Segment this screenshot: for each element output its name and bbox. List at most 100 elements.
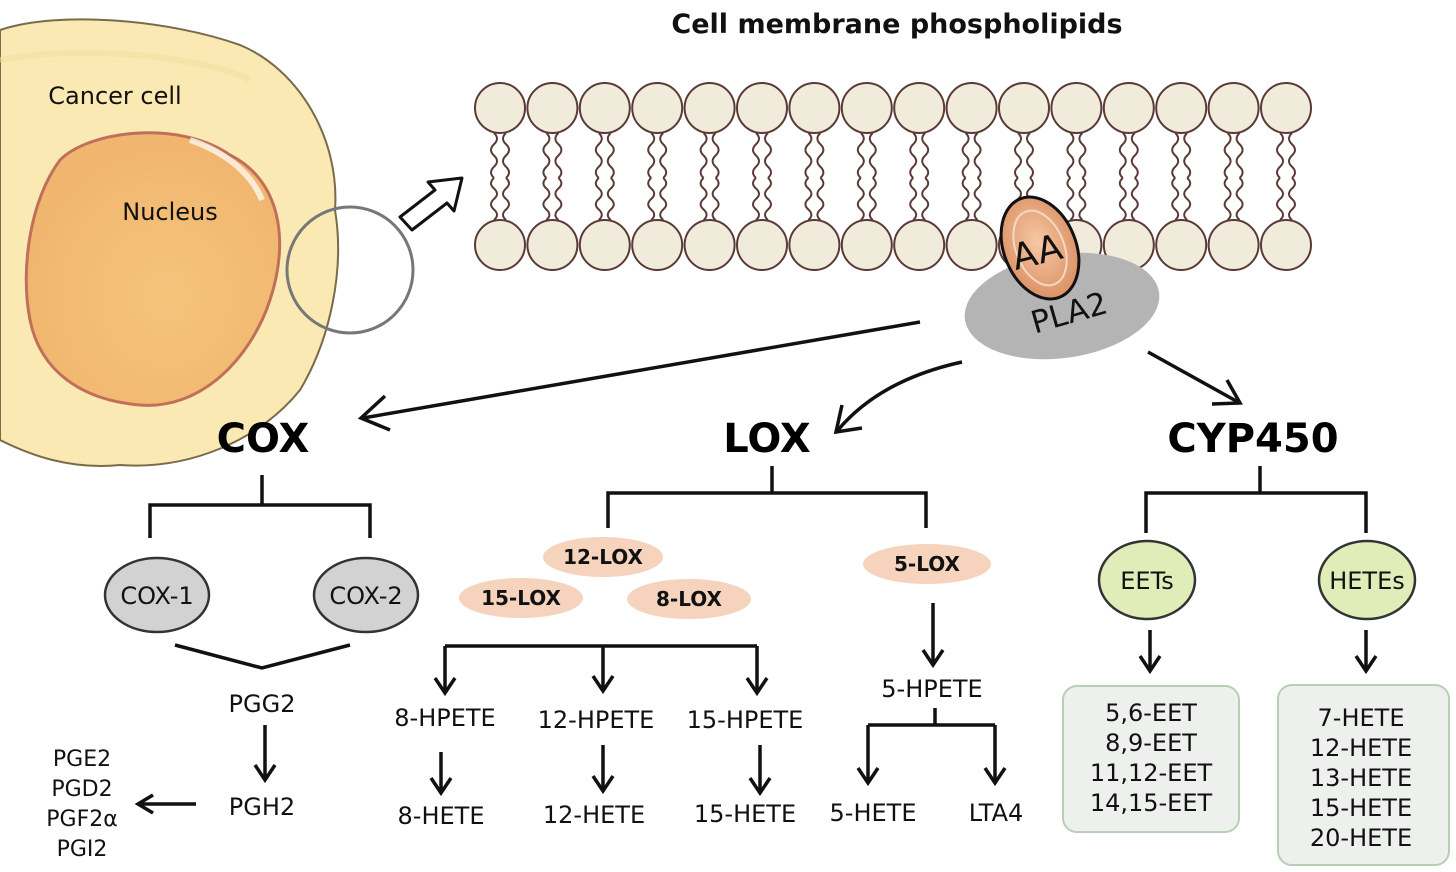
lipid-tail [1183, 132, 1192, 179]
cyp-hete-item: 15-HETE [1310, 794, 1412, 822]
cox2-oval [312, 556, 420, 634]
hete-8-label: 8-HETE [398, 802, 485, 830]
hetes-box [1277, 684, 1450, 866]
hete-12-label: 12-HETE [543, 801, 645, 829]
lipid-tail [699, 132, 708, 179]
lipid-tail [502, 132, 510, 179]
lipid-tail [711, 177, 720, 221]
lipid-tail [554, 132, 563, 179]
lipid-tail [1288, 132, 1296, 179]
lipid-tail [659, 177, 668, 221]
eets-box [1062, 685, 1240, 833]
lipid-head [631, 82, 684, 134]
lipid-tail [1026, 132, 1034, 179]
lipid-tail [1171, 132, 1180, 179]
lox12-oval [543, 537, 663, 577]
lox12-label: 12-LOX [563, 545, 643, 569]
nucleus [24, 131, 282, 407]
lipid-head [840, 82, 893, 134]
cox2-label: COX-2 [329, 582, 402, 610]
lipid-tail [909, 132, 918, 179]
lipid-tail [973, 177, 982, 221]
eet-item: 11,12-EET [1090, 759, 1213, 787]
cox-product: PGE2 [53, 747, 111, 772]
lipid-head [1207, 219, 1260, 271]
lipid-tail [921, 132, 930, 179]
lox8-label: 8-LOX [656, 587, 723, 611]
lipid-tail [490, 132, 498, 179]
lipid-head [1260, 82, 1312, 134]
cyp-arrows [1138, 630, 1378, 675]
lipid-head [945, 82, 998, 134]
lipid-head [474, 219, 526, 271]
lipid-head [893, 219, 946, 271]
lipid-tail [1130, 177, 1139, 221]
lipid-head [1207, 82, 1260, 134]
lipid-head [736, 219, 788, 271]
cyp450-bracket [1144, 466, 1368, 533]
eet-item: 5,6-EET [1105, 699, 1197, 727]
lipid-tail [1078, 177, 1087, 221]
lipid-tail [554, 177, 563, 221]
lipid-tail [647, 132, 656, 179]
lipid-tail [1171, 177, 1180, 221]
lipid-head [1050, 82, 1103, 134]
lipid-head [840, 219, 893, 271]
lipid-tail [647, 177, 656, 221]
cox1-oval [103, 556, 211, 634]
eets-oval [1097, 539, 1197, 621]
lipid-tail [764, 132, 772, 179]
hetes-label: HETEs [1329, 567, 1405, 595]
cox-product: PGF2α [46, 807, 117, 832]
lipid-tail [699, 177, 708, 221]
lipid-tail [752, 177, 760, 221]
lipid-head [788, 82, 841, 134]
cox-heading: COX [217, 416, 310, 462]
lipid-tail [1183, 177, 1192, 221]
hpete-12-label: 12-HPETE [538, 706, 655, 734]
lipid-tail [921, 177, 930, 221]
lipid-tail [1235, 177, 1244, 221]
lipid-tail [542, 132, 551, 179]
lox15-label: 15-LOX [481, 586, 561, 610]
aa-highlight [1012, 209, 1068, 287]
lox5-label: 5-LOX [894, 552, 961, 576]
hpete-5-label: 5-HPETE [881, 675, 982, 703]
eet-item: 8,9-EET [1105, 729, 1197, 757]
lipid-tail [1276, 132, 1284, 179]
cyp-hete-item: 13-HETE [1310, 764, 1412, 792]
lipid-tail [961, 177, 970, 221]
cox1-label: COX-1 [120, 582, 193, 610]
hete-15-label: 15-HETE [694, 800, 796, 828]
lipid-tail [490, 177, 498, 221]
lox5-oval [863, 544, 991, 584]
cancer-cell-label: Cancer cell [48, 82, 181, 110]
lipid-tail [868, 132, 877, 179]
pgh2-label: PGH2 [229, 793, 295, 821]
lipid-tail [502, 177, 510, 221]
lox-heading: LOX [723, 416, 811, 462]
lipid-tail [1066, 132, 1075, 179]
lipid-tail [1066, 177, 1075, 221]
lipid-head [631, 219, 684, 271]
lipid-head [1155, 219, 1208, 271]
lipid-tail [594, 132, 603, 179]
lipid-tail [1118, 177, 1127, 221]
lipid-tail [816, 177, 825, 221]
lox-hpete-bracket [433, 644, 769, 697]
lipid-tail [804, 177, 813, 221]
lipid-head [683, 219, 736, 271]
cox-merge-line [174, 643, 351, 670]
arrow-pgg2-pgh2 [253, 725, 277, 784]
lipid-tail [1288, 177, 1296, 221]
cox-product: PGD2 [51, 777, 112, 802]
lipid-tail [606, 132, 615, 179]
lox15-oval [459, 578, 583, 618]
lipid-tail [606, 177, 615, 221]
pla2-oval [964, 252, 1160, 360]
lipid-head [526, 82, 579, 134]
lipid-head [1155, 82, 1208, 134]
lipid-head [578, 219, 631, 271]
pgg2-label: PGG2 [229, 690, 296, 718]
